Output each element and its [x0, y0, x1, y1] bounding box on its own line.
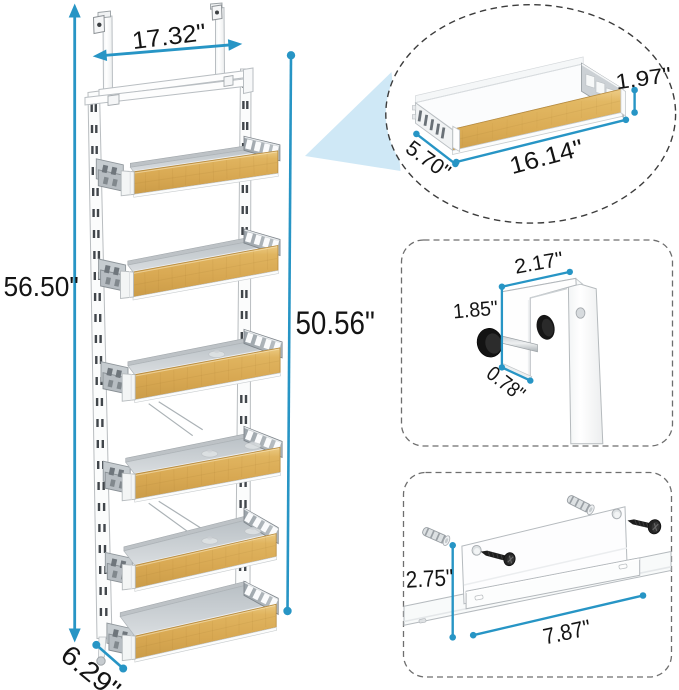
svg-text:56.50": 56.50" [4, 271, 79, 302]
svg-text:1.85": 1.85" [452, 297, 499, 324]
svg-text:2.75": 2.75" [405, 564, 454, 592]
svg-text:50.56": 50.56" [296, 305, 375, 341]
